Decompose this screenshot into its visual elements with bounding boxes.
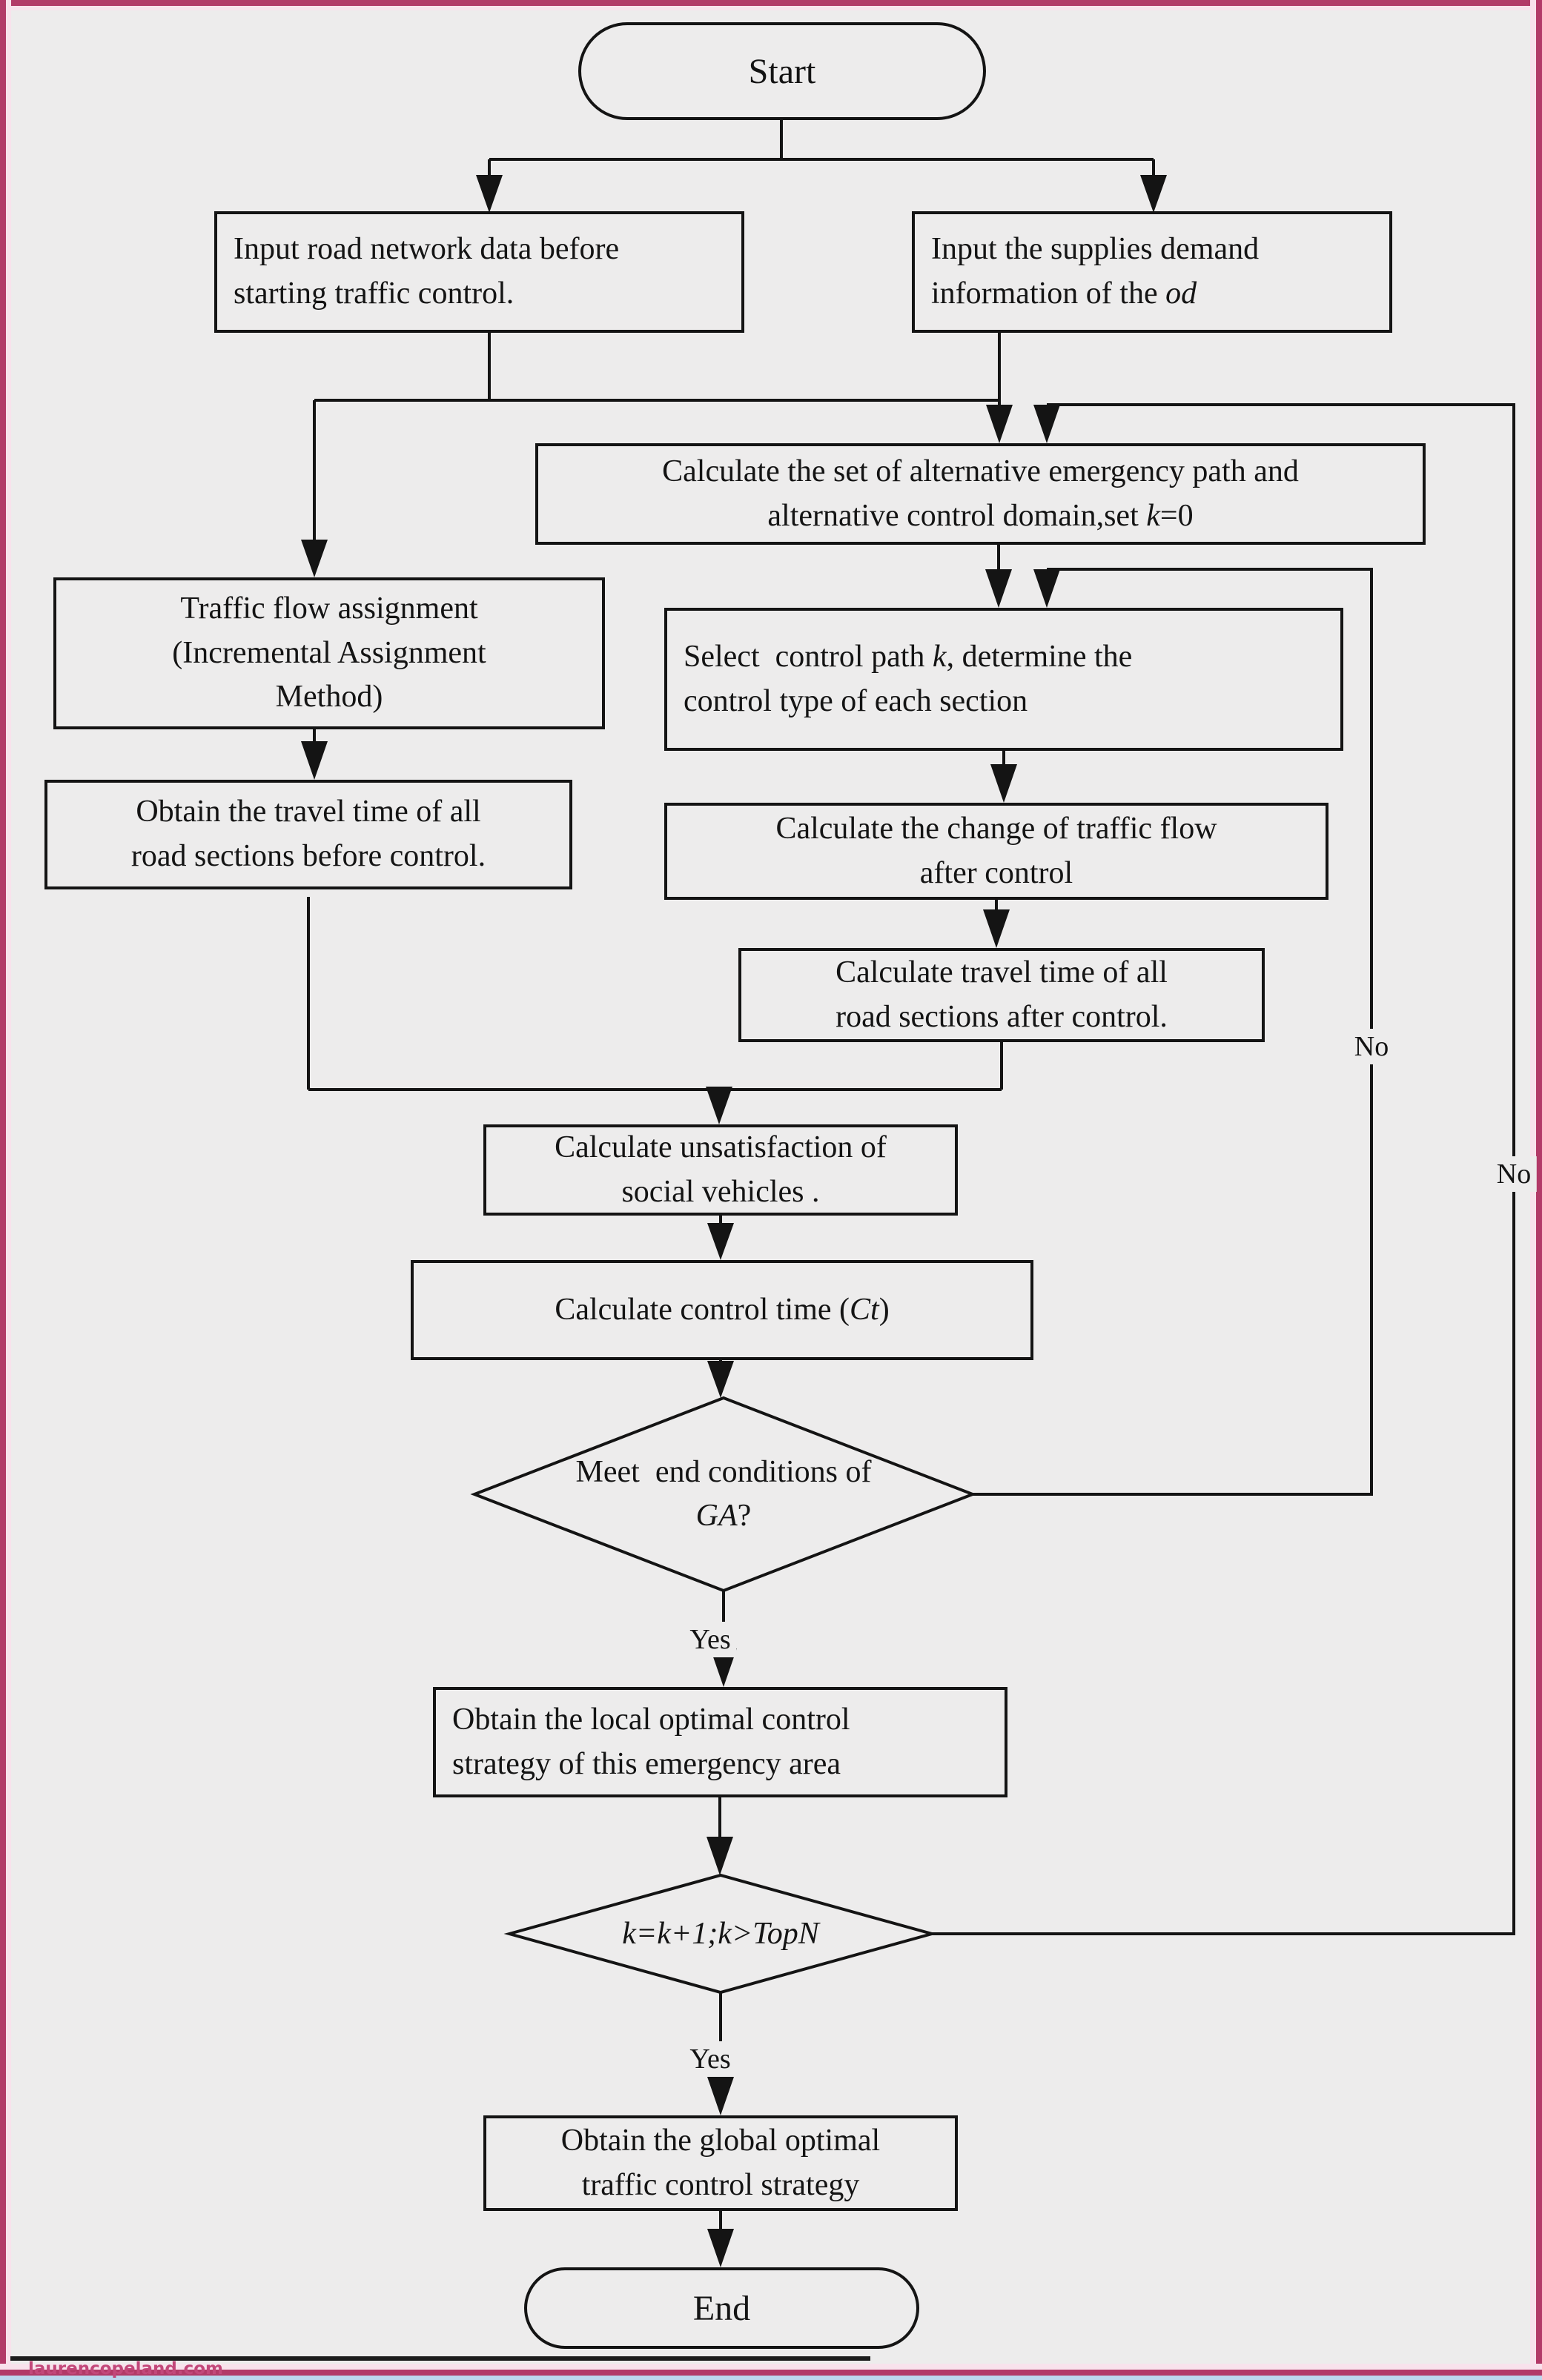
label-yes-ga: Yes — [684, 1622, 737, 1657]
arrowhead — [983, 909, 1010, 948]
box-input-road-network: Input road network data before starting … — [214, 211, 744, 333]
box-select-control-path: Select control path k, determine the con… — [664, 608, 1343, 751]
box-text-line: Method) — [275, 680, 383, 715]
arrowhead — [707, 1223, 734, 1260]
topn-decision-text: k=k+1;k>TopN — [532, 1911, 910, 1957]
box-obtain-global-optimal: Obtain the global optimal traffic contro… — [483, 2115, 958, 2211]
label-no-outer: No — [1490, 1156, 1538, 1192]
ga-decision-text: Meet end conditions of GA? — [512, 1436, 936, 1552]
box-text-line: Obtain the local optimal control — [452, 1702, 850, 1737]
frame-right — [1536, 0, 1542, 2380]
box-text-line: information of the od — [931, 276, 1197, 311]
start-terminator: Start — [578, 22, 986, 120]
box-text-line: (Incremental Assignment — [172, 635, 486, 670]
frame-top — [0, 0, 1542, 6]
arrowhead — [1033, 405, 1060, 443]
box-text-line: strategy of this emergency area — [452, 1746, 841, 1781]
arrowhead — [706, 1087, 732, 1124]
box-text-line: Input the supplies demand — [931, 232, 1260, 267]
box-text-line: Calculate unsatisfaction of — [555, 1130, 887, 1164]
arrowhead — [707, 2229, 734, 2267]
frame-top-inner — [0, 6, 1542, 10]
arrowhead — [1033, 569, 1060, 608]
box-text-line: road sections before control. — [130, 839, 486, 873]
frame-bottom-inner — [0, 2364, 1542, 2370]
arrowhead — [707, 1837, 733, 1875]
box-text-line: Obtain the travel time of all — [136, 795, 481, 829]
topn-decision-diamond — [503, 1873, 938, 1995]
end-terminator: End — [524, 2267, 919, 2349]
ga-decision-diamond — [470, 1396, 977, 1593]
box-obtain-local-optimal: Obtain the local optimal control strateg… — [433, 1687, 1007, 1797]
box-calc-control-time: Calculate control time (Ct) — [411, 1260, 1033, 1360]
arrowhead — [985, 569, 1012, 608]
box-text-line: Calculate the change of traffic flow — [775, 811, 1217, 846]
arrowhead — [301, 741, 328, 780]
box-text-line: control type of each section — [684, 683, 1028, 718]
bottom-crop-line — [10, 2356, 870, 2361]
box-calc-unsatisfaction: Calculate unsatisfaction of social vehic… — [483, 1124, 958, 1216]
frame-bottom-edge — [0, 2376, 1542, 2380]
box-text-line: Calculate the set of alternative emergen… — [662, 454, 1299, 488]
diamond-text-line: Meet end conditions of — [575, 1455, 872, 1490]
box-calc-alternative-set: Calculate the set of alternative emergen… — [535, 443, 1426, 545]
arrowhead — [301, 540, 328, 577]
arrowhead — [707, 2077, 734, 2115]
start-label: Start — [748, 51, 816, 91]
frame-bottom — [0, 2370, 1542, 2376]
arrowhead — [1140, 175, 1167, 213]
box-text-line: starting traffic control. — [234, 276, 514, 311]
label-no-inner: No — [1348, 1029, 1395, 1064]
box-traffic-flow-assignment: Traffic flow assignment (Incremental Ass… — [53, 577, 605, 729]
box-text-line: social vehicles . — [621, 1174, 820, 1209]
watermark-text: laurencopeland.com — [28, 2359, 223, 2379]
diamond-text-line: k=k+1;k>TopN — [622, 1916, 819, 1951]
box-text-line: Select control path k, determine the — [684, 639, 1133, 674]
arrowhead — [707, 1361, 734, 1398]
label-yes-topn: Yes — [684, 2041, 737, 2077]
box-obtain-travel-time-before: Obtain the travel time of all road secti… — [44, 780, 572, 889]
frame-left — [0, 0, 6, 2380]
box-text-line: road sections after control. — [835, 999, 1168, 1034]
box-calc-travel-time-after: Calculate travel time of all road sectio… — [738, 948, 1265, 1042]
arrowhead — [990, 764, 1017, 803]
box-text-line: traffic control strategy — [581, 2167, 860, 2202]
box-text-line: Traffic flow assignment — [180, 591, 478, 626]
arrowhead — [476, 175, 503, 213]
box-input-supplies-demand: Input the supplies demand information of… — [912, 211, 1392, 333]
arrowhead — [986, 405, 1013, 443]
box-text-line: alternative control domain,set k=0 — [767, 498, 1194, 533]
box-text-line: Input road network data before — [234, 232, 620, 267]
box-text-line: Calculate travel time of all — [835, 955, 1168, 990]
frame-left-inner — [6, 0, 11, 2380]
arrowhead — [710, 1648, 737, 1687]
box-calc-traffic-flow-change: Calculate the change of traffic flow aft… — [664, 803, 1328, 900]
diamond-text-line: GA? — [695, 1499, 752, 1533]
box-text-line: Calculate control time (Ct) — [555, 1292, 890, 1327]
box-text-line: after control — [919, 855, 1073, 890]
box-text-line: Obtain the global optimal — [560, 2123, 881, 2158]
end-label: End — [692, 2288, 751, 2328]
